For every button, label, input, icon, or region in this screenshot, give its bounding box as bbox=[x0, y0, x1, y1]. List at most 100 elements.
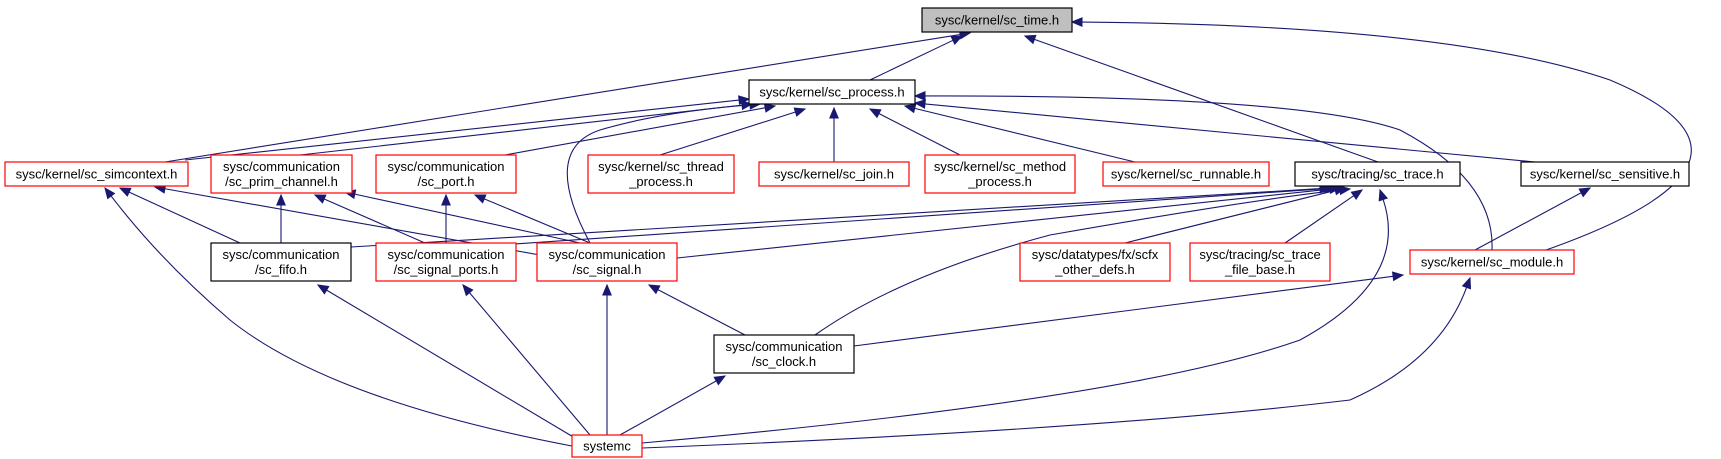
edge-systemc-to-sc_fifo bbox=[316, 284, 576, 439]
node-box bbox=[924, 154, 1076, 194]
arrowhead-icon bbox=[763, 103, 777, 113]
edge-sc_fifo-to-sc_prim_channel bbox=[276, 193, 286, 243]
edge-line bbox=[676, 188, 1331, 259]
edge-line bbox=[504, 107, 766, 156]
edge-line bbox=[924, 95, 1493, 251]
edge-line bbox=[184, 99, 740, 161]
node-label: sysc/communication bbox=[222, 247, 339, 262]
arrowhead-icon bbox=[1578, 187, 1592, 198]
edge-systemc-to-sc_simcontext bbox=[104, 186, 573, 447]
node-label: sysc/kernel/sc_simcontext.h bbox=[16, 167, 178, 182]
node-label: /sc_clock.h bbox=[752, 354, 816, 369]
node-box bbox=[713, 334, 855, 374]
edge-sc_fifo-to-sc_simcontext bbox=[118, 187, 241, 244]
edge-line bbox=[878, 113, 961, 156]
node-sc-trace[interactable]: sysc/tracing/sc_trace.h bbox=[1294, 161, 1461, 187]
edge-systemc-to-sc_signal bbox=[602, 283, 612, 435]
node-sc-port[interactable]: sysc/communication/sc_port.h bbox=[375, 154, 517, 194]
node-sc-signal-ports[interactable]: sysc/communication/sc_signal_ports.h bbox=[375, 242, 517, 282]
node-box bbox=[587, 154, 735, 194]
arrowhead-icon bbox=[1461, 276, 1472, 290]
node-sc-signal[interactable]: sysc/communication/sc_signal.h bbox=[536, 242, 678, 282]
node-sc-simcontext[interactable]: sysc/kernel/sc_simcontext.h bbox=[4, 161, 189, 187]
node-sc-join[interactable]: sysc/kernel/sc_join.h bbox=[758, 161, 910, 187]
edge-sc_join-to-sc_process bbox=[829, 106, 839, 162]
edge-line bbox=[641, 199, 1389, 444]
node-sc-runnable[interactable]: sysc/kernel/sc_runnable.h bbox=[1102, 161, 1270, 187]
edge-sc_module-to-sc_sensitive bbox=[1474, 187, 1592, 251]
node-box bbox=[536, 242, 678, 282]
edge-sc_signal_ports-to-sc_prim_channel bbox=[313, 194, 426, 244]
arrowhead-icon bbox=[276, 193, 286, 206]
arrowhead-icon bbox=[602, 283, 612, 296]
edge-line bbox=[484, 198, 591, 244]
node-box bbox=[571, 434, 643, 458]
node-label: sysc/kernel/sc_thread bbox=[598, 159, 724, 174]
edge-line bbox=[499, 188, 1326, 246]
arrowhead-icon bbox=[441, 193, 451, 206]
arrowhead-icon bbox=[913, 91, 926, 101]
node-sc-time[interactable]: sysc/kernel/sc_time.h bbox=[921, 7, 1073, 33]
arrowhead-icon bbox=[1350, 189, 1364, 201]
edge-line bbox=[1034, 38, 1379, 163]
edge-systemc-to-sc_clock bbox=[619, 375, 727, 436]
edge-line bbox=[110, 195, 573, 447]
arrowhead-icon bbox=[1339, 185, 1352, 196]
arrowhead-icon bbox=[118, 187, 132, 197]
node-box bbox=[1102, 161, 1270, 187]
arrowhead-icon bbox=[829, 106, 839, 119]
node-label: _file_base.h bbox=[1224, 262, 1295, 277]
arrowhead-icon bbox=[950, 35, 964, 45]
edge-line bbox=[326, 289, 576, 439]
node-label: sysc/datatypes/fx/scfx bbox=[1032, 247, 1159, 262]
node-box bbox=[758, 161, 910, 187]
node-label: sysc/kernel/sc_method bbox=[934, 159, 1066, 174]
node-sc-clock[interactable]: sysc/communication/sc_clock.h bbox=[713, 334, 855, 374]
edge-line bbox=[469, 292, 591, 436]
edge-systemc-to-sc_module bbox=[641, 276, 1472, 449]
edge-line bbox=[1284, 195, 1355, 244]
edge-sc_port-to-sc_process bbox=[504, 103, 777, 156]
edge-sc_method_process-to-sc_process bbox=[868, 108, 961, 156]
edge-line bbox=[1124, 189, 1336, 244]
node-box bbox=[1294, 161, 1461, 187]
node-box bbox=[375, 154, 517, 194]
node-sc-sensitive[interactable]: sysc/kernel/sc_sensitive.h bbox=[1520, 161, 1690, 187]
edge-sc_clock-to-sc_signal bbox=[647, 284, 746, 336]
node-systemc[interactable]: systemc bbox=[571, 434, 643, 458]
node-label: sysc/kernel/sc_join.h bbox=[774, 167, 894, 182]
edge-line bbox=[299, 104, 743, 156]
node-label: /sc_signal_ports.h bbox=[394, 262, 499, 277]
node-label: /sc_signal.h bbox=[573, 262, 642, 277]
edge-line bbox=[814, 189, 1341, 336]
edge-sc_simcontext-to-sc_process bbox=[184, 95, 751, 161]
edge-line bbox=[164, 34, 961, 163]
node-box bbox=[748, 79, 916, 105]
node-label: _process.h bbox=[967, 174, 1032, 189]
edge-line bbox=[869, 39, 954, 81]
node-sc-prim-channel[interactable]: sysc/communication/sc_prim_channel.h bbox=[210, 154, 353, 194]
arrowhead-icon bbox=[868, 108, 882, 119]
node-sc-fifo[interactable]: sysc/communication/sc_fifo.h bbox=[210, 242, 352, 282]
edge-line bbox=[350, 188, 1321, 248]
arrowhead-icon bbox=[713, 375, 727, 386]
edge-systemc-to-sc_trace bbox=[641, 188, 1389, 444]
arrowhead-icon bbox=[913, 99, 926, 109]
nodes-layer: sysc/kernel/sc_time.h sysc/kernel/sc_proc… bbox=[4, 7, 1690, 458]
node-sc-trace-file-base[interactable]: sysc/tracing/sc_trace_file_base.h bbox=[1189, 242, 1331, 282]
edge-line bbox=[853, 275, 1394, 347]
node-box bbox=[210, 154, 353, 194]
edge-sc_signal_ports-to-sc_port bbox=[441, 193, 451, 243]
node-scfx-other-defs[interactable]: sysc/datatypes/fx/scfx_other_defs.h bbox=[1019, 242, 1171, 282]
node-label: /sc_prim_channel.h bbox=[225, 174, 338, 189]
node-sc-thread-process[interactable]: sysc/kernel/sc_thread_process.h bbox=[587, 154, 735, 194]
node-sc-module[interactable]: sysc/kernel/sc_module.h bbox=[1409, 249, 1575, 275]
edge-line bbox=[354, 193, 581, 244]
arrowhead-icon bbox=[473, 194, 487, 204]
node-sc-process[interactable]: sysc/kernel/sc_process.h bbox=[748, 79, 916, 105]
edge-line bbox=[641, 287, 1468, 449]
arrowhead-icon bbox=[793, 107, 807, 117]
node-sc-method-process[interactable]: sysc/kernel/sc_method_process.h bbox=[924, 154, 1076, 194]
edge-sc_thread_process-to-sc_process bbox=[659, 107, 807, 156]
